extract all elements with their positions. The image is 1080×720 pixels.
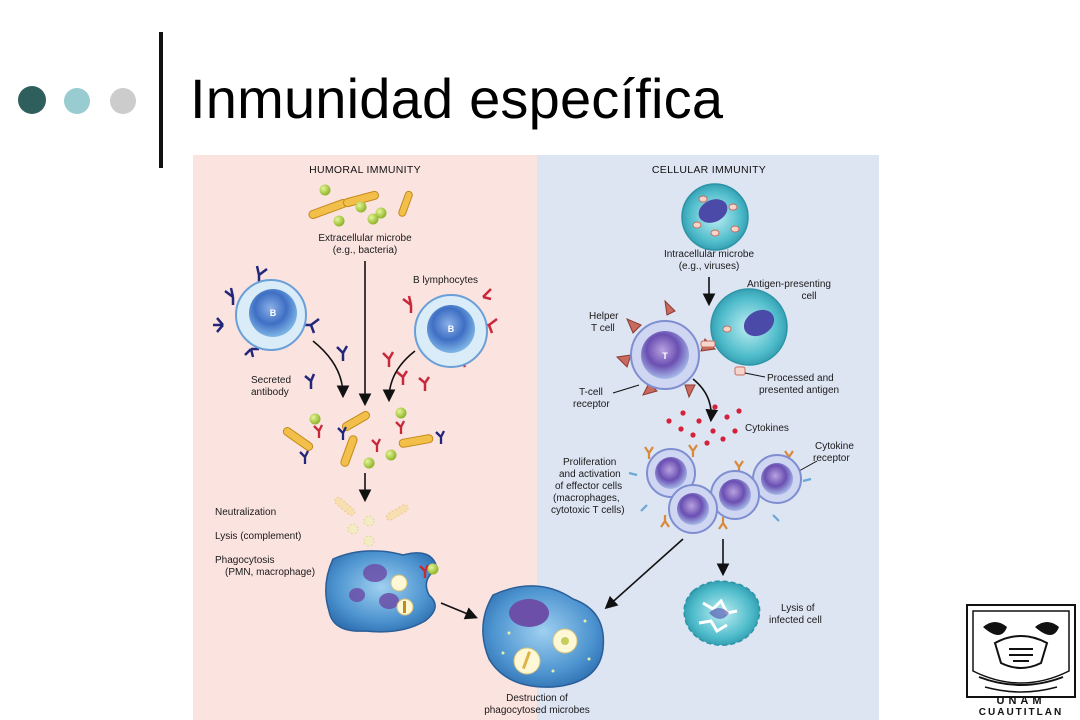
prolif-label-3: of effector cells <box>555 481 622 492</box>
phagocytosis-label-1: Phagocytosis <box>215 555 274 566</box>
cytokine-receptor-label-1: Cytokine <box>815 441 854 452</box>
processed-antigen-leader <box>744 372 766 378</box>
cytokine-receptor-label-2: receptor <box>813 453 850 464</box>
bullet-dot-dark <box>18 86 46 114</box>
secreted-antibody-label-1: Secreted <box>251 375 291 386</box>
tcr-label-2: receptor <box>573 399 610 410</box>
intracellular-microbe-label: Intracellular microbe <box>664 249 754 260</box>
slide-title: Inmunidad específica <box>190 67 724 130</box>
antigen-presenting-cell <box>710 288 788 366</box>
arrow-b-left <box>312 340 350 399</box>
immunity-diagram: HUMORAL IMMUNITY CELLULAR IMMUNITY Extra… <box>193 155 879 720</box>
bullet-dot-light-teal <box>64 88 90 114</box>
lysis-infected-label-1: Lysis of <box>781 603 815 614</box>
cytokine-receptor-leader <box>798 460 818 472</box>
helper-t-cell-label-2: T cell <box>591 323 615 334</box>
arrow-to-destruction-right <box>604 538 684 610</box>
extracellular-microbe-example: (e.g., bacteria) <box>333 245 397 256</box>
cytokines-icon <box>666 404 742 446</box>
prolif-label-1: Proliferation <box>563 457 616 468</box>
phagocytosis-label-2: (PMN, macrophage) <box>225 567 315 578</box>
secreted-antibody-label-2: antibody <box>251 387 289 398</box>
extracellular-microbe-label: Extracellular microbe <box>318 233 412 244</box>
cuautitlan-wordmark: CUAUTITLAN <box>978 707 1064 718</box>
humoral-header: HUMORAL IMMUNITY <box>309 164 421 176</box>
unam-logo: UNAM CUAUTITLAN <box>965 603 1077 720</box>
arrow-to-destruction-left <box>440 602 478 620</box>
phagocyte-macrophage <box>325 550 439 633</box>
helper-t-cell: T <box>615 299 717 399</box>
tcr-leader-line <box>612 384 640 394</box>
b-lymphocyte-right: B <box>402 288 498 368</box>
intracellular-microbe-example: (e.g., viruses) <box>679 261 740 272</box>
cellular-header: CELLULAR IMMUNITY <box>652 164 766 176</box>
lysis-infected-label-2: infected cell <box>769 615 822 626</box>
effector-cells-cluster <box>628 444 812 534</box>
lysis-complement-label: Lysis (complement) <box>215 531 301 542</box>
prolif-label-4: (macrophages, <box>553 493 620 504</box>
destruction-label-2: phagocytosed microbes <box>484 705 590 716</box>
apc-label-1: Antigen-presenting <box>747 279 831 290</box>
prolif-label-5: cytotoxic T cells) <box>551 505 625 516</box>
processed-antigen-label-1: Processed and <box>767 373 834 384</box>
lysed-infected-cell-icon <box>683 580 761 646</box>
bullet-dot-gray <box>110 88 136 114</box>
prolif-label-2: and activation <box>559 469 621 480</box>
extracellular-bacteria-icon <box>308 184 413 227</box>
neutralized-bacteria-icon <box>334 496 409 547</box>
arrow-to-cytokines <box>692 378 719 423</box>
title-divider <box>159 32 163 168</box>
arrow-b-right <box>382 350 416 403</box>
helper-t-cell-label-1: Helper <box>589 311 619 322</box>
unam-wordmark: UNAM <box>996 695 1046 707</box>
virus-infected-cell-icon <box>681 183 749 251</box>
b-lymphocyte-left: B <box>213 265 320 358</box>
opsonized-bacteria-icon <box>282 407 446 469</box>
b-cell-letter-left: B <box>270 308 277 318</box>
cytokines-label: Cytokines <box>745 423 789 434</box>
neutralization-label: Neutralization <box>215 507 276 518</box>
destruction-macrophage <box>482 585 605 688</box>
apc-label-2: cell <box>801 291 816 302</box>
unam-crest-icon <box>966 604 1076 698</box>
processed-antigen-label-2: presented antigen <box>759 385 839 396</box>
secreted-antibodies-icon <box>304 345 431 391</box>
destruction-label-1: Destruction of <box>506 693 568 704</box>
b-cell-letter-right: B <box>448 324 455 334</box>
b-lymphocytes-label: B lymphocytes <box>413 275 478 286</box>
t-cell-letter: T <box>662 351 668 361</box>
tcr-label-1: T-cell <box>579 387 603 398</box>
processed-antigen-icon <box>734 366 746 376</box>
